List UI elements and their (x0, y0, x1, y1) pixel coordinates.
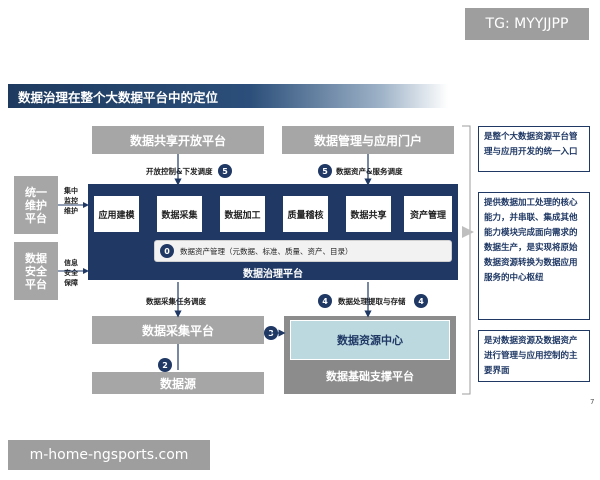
step-badge-2: 2 (158, 358, 172, 372)
page-number: 7 (590, 398, 595, 406)
bottom-link-left-label: 数据采集任务调度 (146, 297, 206, 306)
step-data-sharing: 数据共享 (346, 196, 391, 232)
top-link-left-label: 开放控制&下发调度 (146, 167, 213, 176)
top-link-right-label: 数据资产&服务调度 (336, 167, 403, 176)
centralized-monitoring-note: 集中 监控 维护 (64, 187, 78, 215)
unified-maintenance-platform: 统一 维护 平台 (14, 176, 58, 234)
governance-platform-container (88, 184, 458, 280)
data-resource-center-box: 数据资源中心 (290, 320, 450, 360)
data-management-portal-box: 数据管理与应用门户 (282, 126, 454, 154)
data-collection-platform-box: 数据采集平台 (92, 316, 264, 344)
right-panel-asset: 是对数据资源及数据资产进行管理与应用控制的主要界面 (478, 330, 590, 382)
step-badge-0: 0 (160, 244, 174, 258)
data-source-box: 数据源 (92, 372, 264, 394)
information-security-note: 信息 安全 保障 (64, 259, 78, 287)
step-data-processing: 数据加工 (220, 196, 265, 232)
step-quality-audit: 质量稽核 (283, 196, 328, 232)
step-badge-4b: 4 (414, 294, 428, 308)
step-application-modeling: 应用建模 (94, 196, 139, 232)
watermark-bottom: m-home-ngsports.com (8, 440, 210, 470)
step-asset-management: 资产管理 (404, 196, 452, 232)
data-sharing-platform-box: 数据共享开放平台 (92, 126, 264, 154)
bracket-pointer (462, 226, 474, 238)
data-security-platform: 数据 安全 平台 (14, 242, 58, 300)
right-bracket (462, 125, 471, 395)
step-badge-4a: 4 (318, 294, 332, 308)
right-panel-governance: 提供数据加工处理的核心能力，并串联、集成其他能力模块完成面向需求的数据生产，是实… (478, 192, 590, 320)
bottom-link-right-label: 数据处理提取与存储 (338, 297, 406, 306)
support-platform-label: 数据基础支撑平台 (326, 370, 414, 383)
asset-management-text: 数据资产管理（元数据、标准、质量、资产、目录） (180, 247, 353, 256)
step-badge-5a: 5 (218, 164, 232, 178)
asset-management-bar (154, 240, 452, 262)
watermark-top: TG: MYYJJPP (465, 8, 589, 40)
step-data-collection: 数据采集 (157, 196, 202, 232)
step-badge-5b: 5 (318, 164, 332, 178)
governance-platform-label: 数据治理平台 (243, 268, 303, 280)
right-panel-portal: 是整个大数据资源平台管理与应用开发的统一入口 (478, 126, 590, 172)
page-title: 数据治理在整个大数据平台中的定位 (8, 84, 448, 108)
